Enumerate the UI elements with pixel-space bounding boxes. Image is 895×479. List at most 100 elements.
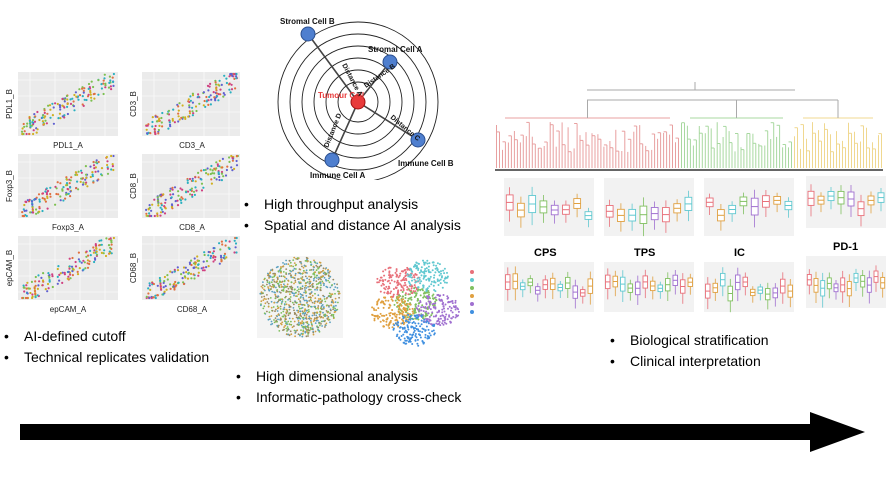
scatter-dot [23, 290, 26, 293]
tsne-dot [423, 318, 426, 321]
tissue-dot [332, 308, 334, 311]
tissue-dot [325, 310, 328, 312]
scatter-dot [31, 295, 34, 298]
tissue-dot [285, 277, 288, 280]
tissue-dot [281, 280, 284, 283]
tsne-dot [437, 318, 440, 321]
tissue-dot [314, 322, 317, 324]
tissue-dot [307, 305, 310, 308]
tissue-dot [302, 330, 305, 333]
tissue-dot [266, 301, 269, 303]
tsne-dot [418, 310, 421, 312]
tissue-dot [285, 303, 288, 306]
scatter-y-label: CD8_B [129, 173, 138, 199]
scatter-dot [159, 206, 162, 209]
tissue-dot [298, 268, 301, 270]
scatter-dot [184, 266, 187, 269]
tissue-dot [326, 314, 328, 317]
scatter-dot [106, 160, 109, 163]
scatter-dot [29, 291, 32, 295]
scatter-dot [223, 74, 226, 77]
tsne-dot [382, 283, 385, 286]
tissue-dot [328, 304, 330, 307]
scatter-dot [235, 251, 238, 254]
scatter-dot [165, 288, 168, 291]
tissue-dot [303, 287, 306, 289]
scatter-dot [86, 185, 89, 188]
tsne-dot [411, 279, 413, 282]
tsne-dot [426, 259, 429, 262]
tissue-dot [269, 297, 272, 299]
scatter-dot [96, 179, 99, 182]
tsne-dot [417, 269, 420, 271]
scatter-dot [202, 260, 205, 263]
tsne-dot [385, 320, 388, 323]
tsne-dot [450, 317, 453, 320]
tissue-dot [305, 287, 308, 289]
tissue-dot [303, 264, 306, 267]
scatter-dot [205, 100, 208, 103]
scatter-dot [26, 281, 29, 284]
scatter-dot [192, 190, 196, 193]
scatter-dot [64, 197, 67, 200]
scatter-dot [231, 169, 234, 172]
tsne-dot [448, 314, 451, 317]
tsne-dot [407, 306, 410, 308]
tissue-dot [259, 292, 262, 295]
tsne-dot [441, 308, 444, 311]
scatter-dot [56, 275, 59, 278]
scatter-dot [218, 165, 221, 168]
scatter-dot [112, 154, 115, 158]
tissue-dot [329, 321, 331, 324]
tsne-dot [410, 298, 413, 301]
scatter-dot [51, 275, 54, 278]
scatter-dot [176, 204, 180, 207]
scatter-dot [95, 253, 99, 256]
tissue-dot [290, 320, 292, 323]
scatter-dot [160, 288, 163, 291]
scatter-dot [31, 206, 34, 209]
scatter-dot [66, 98, 69, 101]
tsne-dot [398, 274, 401, 277]
tsne-dot [389, 296, 392, 298]
scatter-dot [27, 287, 30, 290]
scatter-dot [191, 106, 194, 109]
scatter-dot [59, 106, 62, 109]
scatter-dot [109, 79, 112, 82]
scatter-dot [190, 263, 193, 267]
scatter-dot [192, 262, 196, 265]
tissue-dot [306, 301, 308, 304]
tissue-dot [297, 288, 300, 291]
tsne-dot [437, 270, 440, 273]
tissue-dot [308, 329, 311, 332]
scatter-dot [228, 247, 231, 250]
tsne-dot [439, 317, 442, 320]
tsne-dot [420, 314, 423, 317]
scatter-dot [106, 167, 109, 170]
scatter-dot [159, 279, 162, 283]
tissue-dot [269, 318, 271, 320]
tissue-dot [304, 326, 307, 329]
arrow-shape [20, 412, 865, 452]
scatter-dot [176, 269, 180, 272]
tsne-dot [396, 274, 399, 277]
tsne-dot [420, 274, 423, 277]
tsne-dot [438, 298, 441, 301]
tissue-dot [325, 278, 327, 281]
tissue-dot [294, 281, 297, 283]
scatter-dot [52, 106, 55, 109]
tsne-dot [440, 272, 442, 275]
tissue-dot [300, 324, 303, 327]
tissue-dot [324, 300, 327, 303]
tsne-dot [401, 295, 404, 298]
scatter-dot [20, 130, 24, 133]
scatter-dot [170, 196, 173, 199]
tissue-dot [290, 265, 293, 267]
scatter-dot [173, 121, 176, 124]
scatter-dot [197, 93, 200, 96]
tsne-dot [446, 318, 449, 321]
tsne-dot [434, 315, 437, 318]
tissue-dot [289, 330, 292, 333]
scatter-dot [25, 200, 28, 204]
tissue-dot [262, 307, 265, 310]
